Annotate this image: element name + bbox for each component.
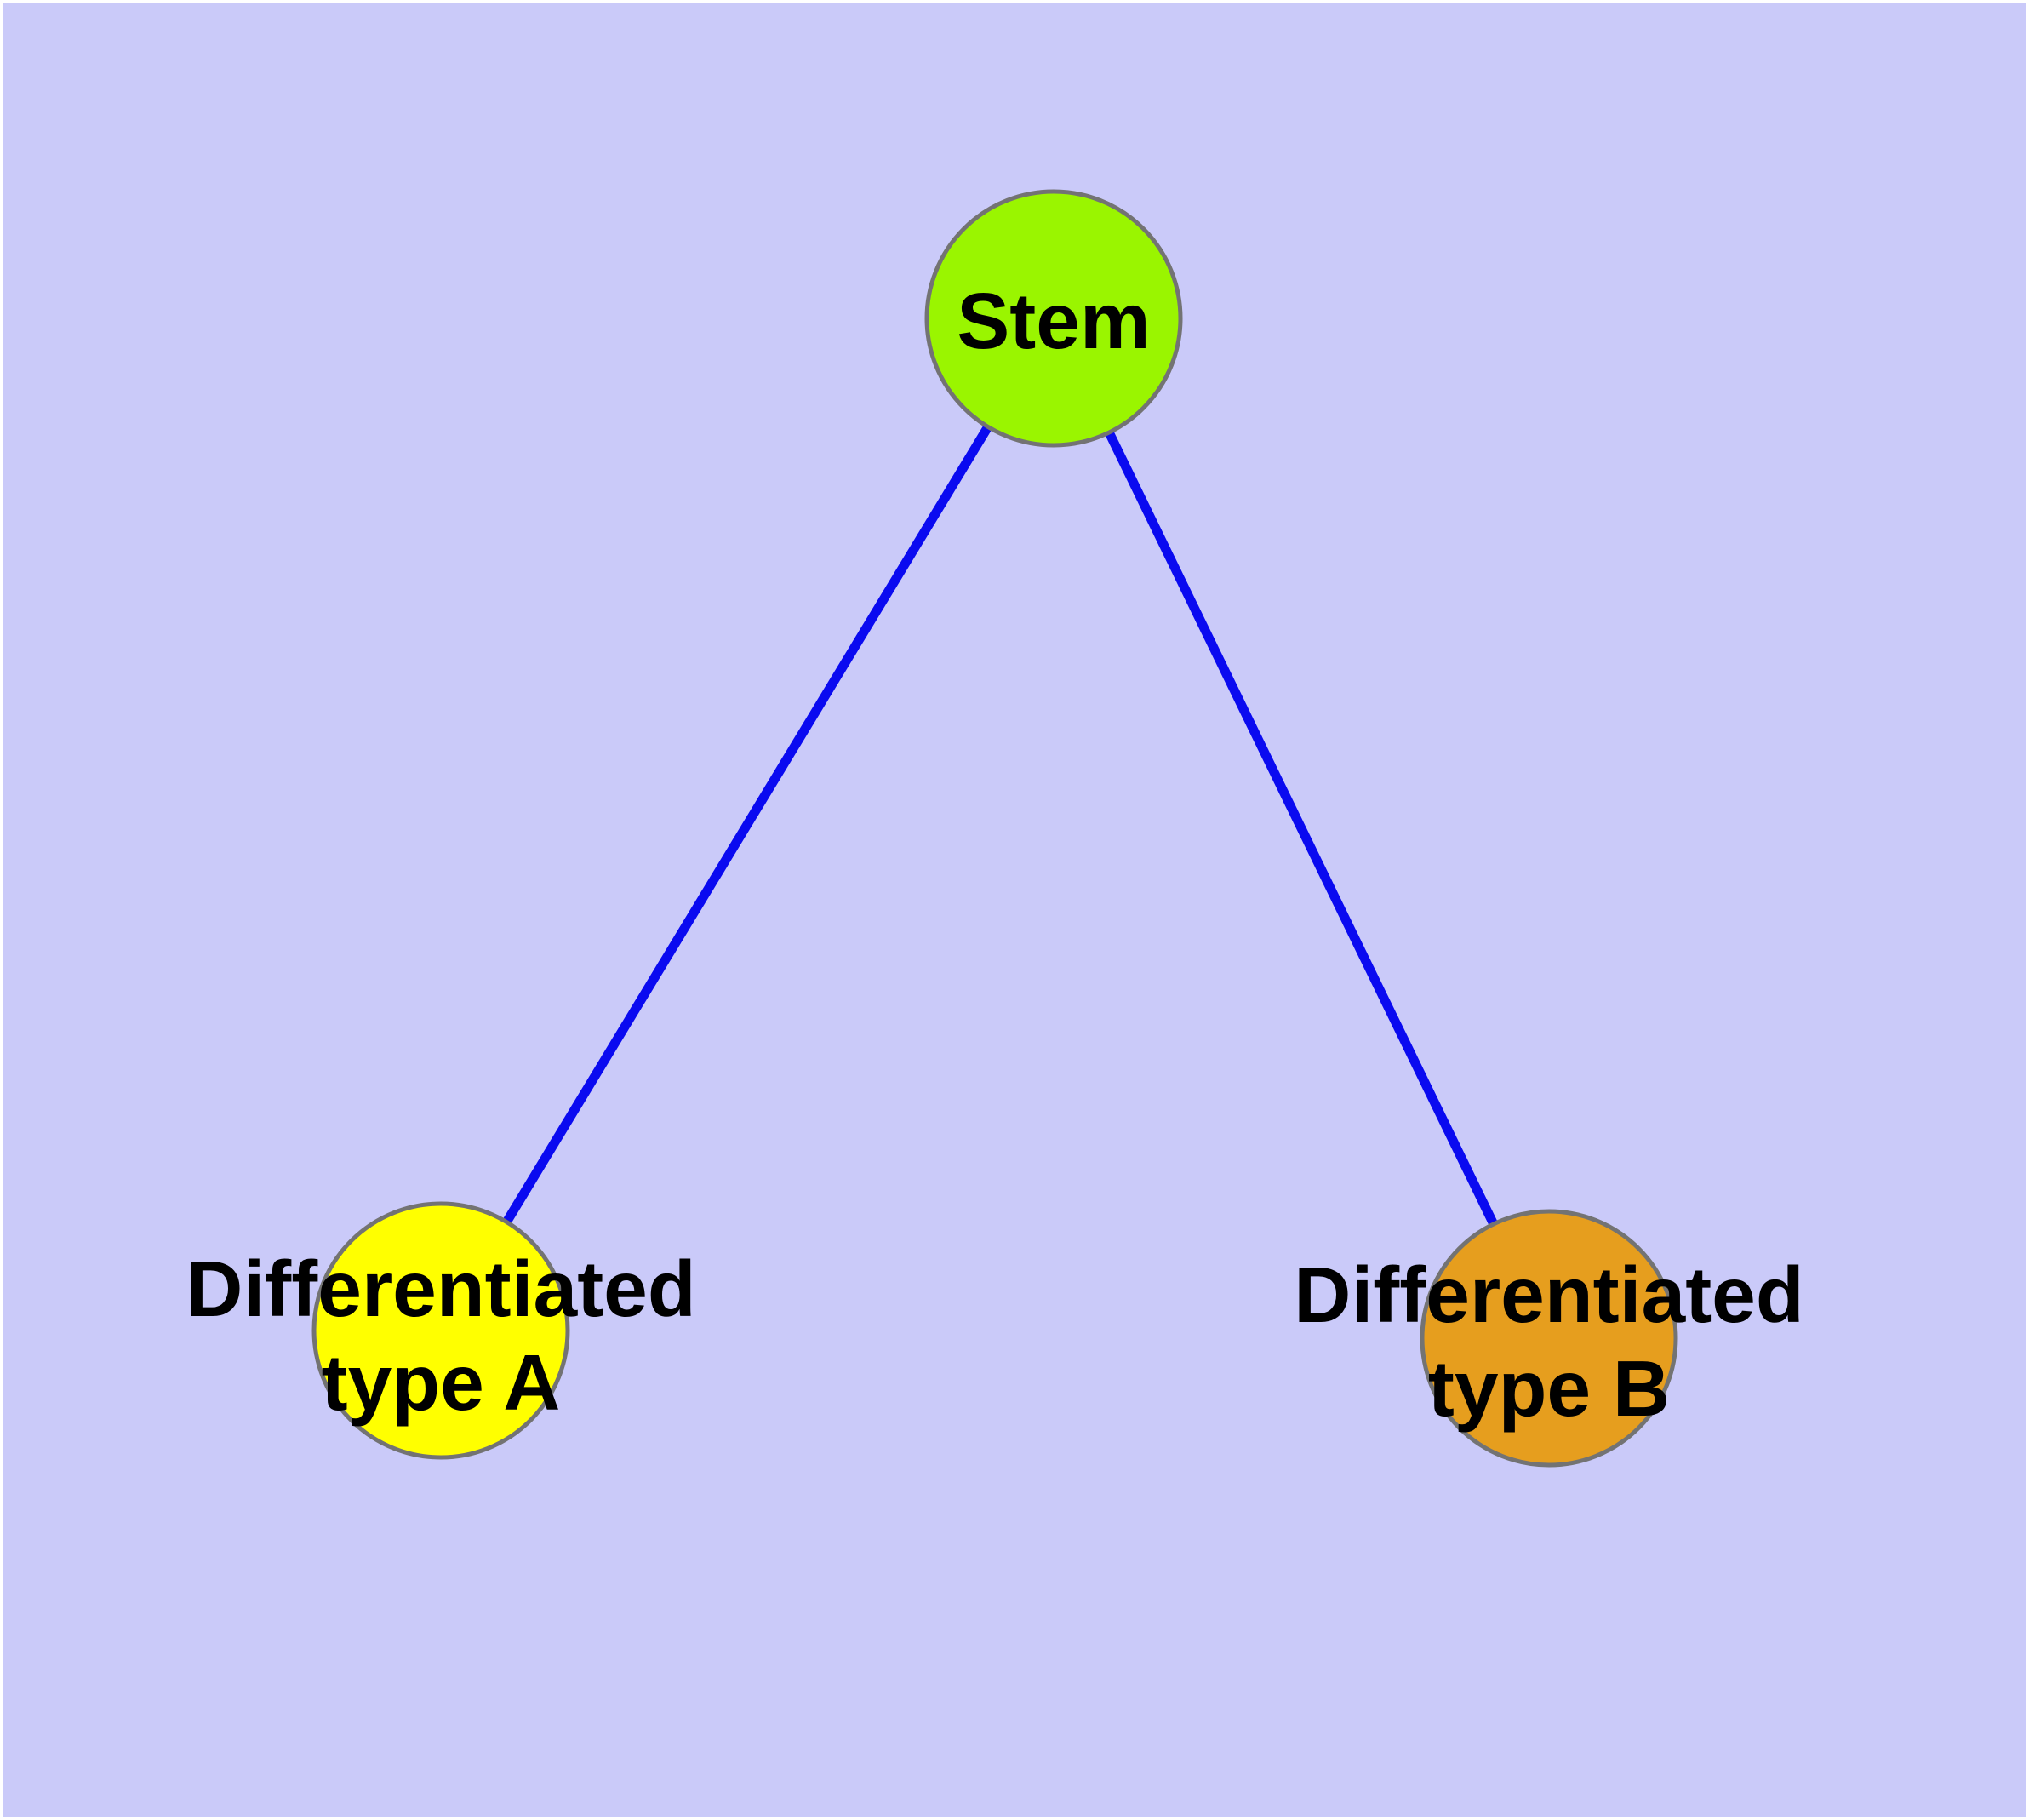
node-type-b-label-line2: type B	[1428, 1344, 1670, 1433]
node-type-a-label-line1: Differentiated	[186, 1245, 695, 1333]
node-type-b-circle	[1420, 1209, 1678, 1468]
node-type-b-label-line1: Differentiated	[1294, 1251, 1803, 1339]
edge-stem-to-type-b	[1049, 316, 1553, 1341]
node-stem-label: Stem	[957, 277, 1150, 365]
edge-stem-to-type-a	[437, 316, 1058, 1333]
node-type-a-circle	[311, 1201, 570, 1460]
node-stem-circle	[924, 189, 1183, 448]
node-type-a-label-line2: type A	[322, 1338, 561, 1427]
